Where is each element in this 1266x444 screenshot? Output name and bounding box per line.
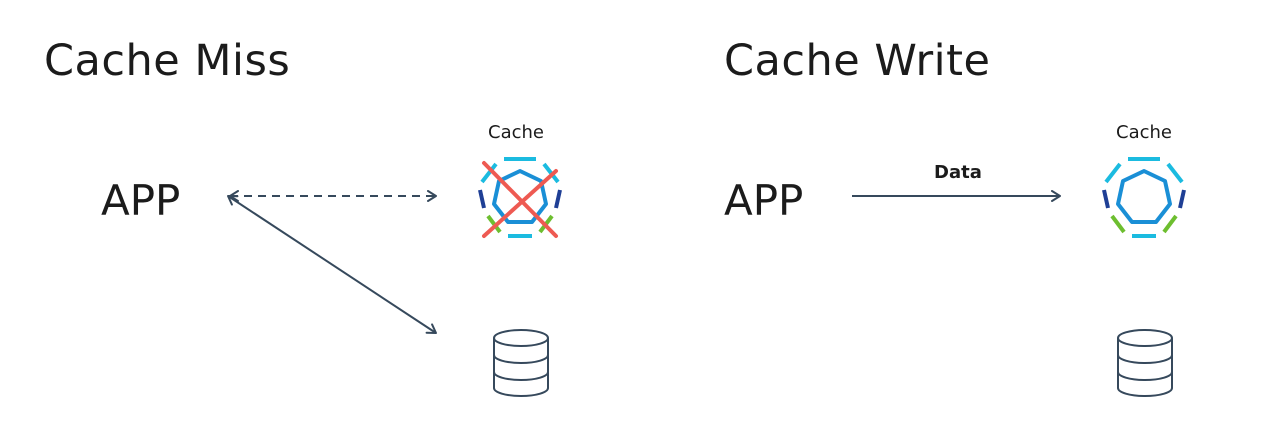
cache-miss-cache-label: Cache [488,122,544,143]
cache-write-title: Cache Write [724,36,991,86]
cache-write-app-label: APP [724,176,804,225]
cache-miss-app-label: APP [101,176,181,225]
cache-miss-title: Cache Miss [44,36,291,86]
cache-miss-database-arrow [227,195,437,334]
cache-miss-database-icon [493,329,549,397]
cache-write-database-icon [1117,329,1173,397]
cache-miss-cross-icon [482,161,558,238]
cache-write-cache-label: Cache [1116,122,1172,143]
data-arrow-label: Data [934,162,982,183]
cache-write-cache-icon [1102,157,1186,238]
